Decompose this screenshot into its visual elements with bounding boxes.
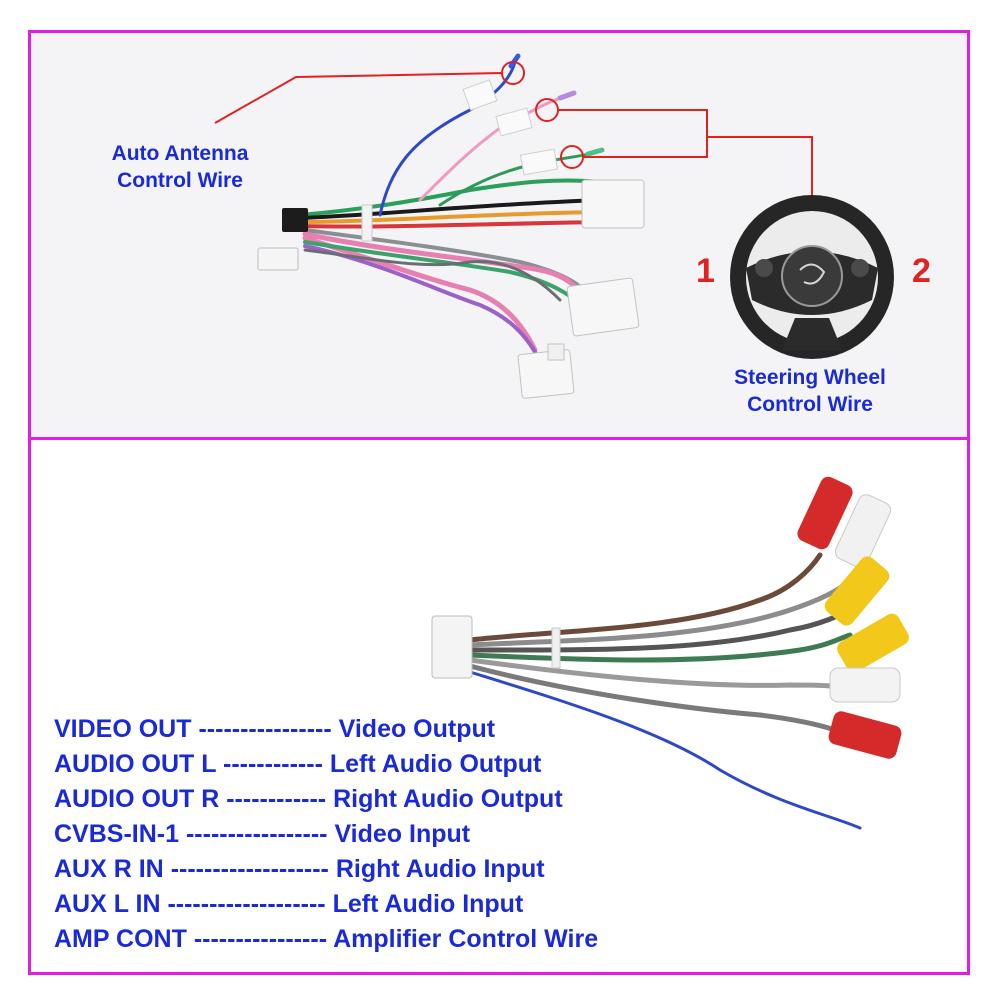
legend-dashes: ------------ bbox=[223, 750, 323, 778]
legend-item: AUDIO OUT R ------------ Right Audio Out… bbox=[54, 782, 598, 817]
legend-description: Right Audio Input bbox=[335, 855, 545, 883]
legend-item: CVBS-IN-1 ----------------- Video Input bbox=[54, 817, 598, 852]
antenna-label-line2: Control Wire bbox=[117, 169, 243, 193]
legend-code: AUDIO OUT R bbox=[54, 785, 220, 813]
legend-item: AMP CONT ---------------- Amplifier Cont… bbox=[54, 922, 598, 957]
legend-dashes: ---------------- bbox=[193, 925, 328, 953]
button-number-1: 1 bbox=[696, 252, 715, 290]
legend-item: VIDEO OUT ---------------- Video Output bbox=[54, 712, 598, 747]
legend-description: Left Audio Output bbox=[329, 750, 542, 778]
antenna-control-wire-label: Auto Antenna Control Wire bbox=[70, 140, 290, 195]
steering-wheel-icon bbox=[730, 195, 894, 359]
legend-dashes: ------------ bbox=[226, 785, 327, 813]
legend-code: VIDEO OUT bbox=[54, 715, 192, 743]
legend-description: Video Input bbox=[334, 820, 471, 848]
legend-item: AUX R IN ------------------- Right Audio… bbox=[54, 852, 598, 887]
legend-code: AUX L IN bbox=[54, 890, 161, 918]
legend-dashes: ------------------- bbox=[170, 855, 329, 883]
wire-legend: VIDEO OUT ---------------- Video Output … bbox=[54, 712, 598, 957]
legend-dashes: ------------------- bbox=[167, 890, 326, 918]
legend-dashes: ---------------- bbox=[198, 715, 332, 743]
swc-label-line1: Steering Wheel bbox=[734, 366, 886, 389]
legend-item: AUX L IN ------------------- Left Audio … bbox=[54, 887, 598, 922]
legend-description: Amplifier Control Wire bbox=[333, 925, 599, 953]
legend-code: CVBS-IN-1 bbox=[54, 820, 180, 848]
antenna-label-line1: Auto Antenna bbox=[111, 142, 249, 165]
harness-connectors bbox=[257, 179, 645, 399]
legend-description: Left Audio Input bbox=[332, 890, 524, 918]
legend-code: AUDIO OUT L bbox=[54, 750, 217, 778]
legend-code: AUX R IN bbox=[54, 855, 164, 883]
legend-item: AUDIO OUT L ------------ Left Audio Outp… bbox=[54, 747, 598, 782]
legend-description: Video Output bbox=[338, 715, 496, 743]
swc-label-line2: Control Wire bbox=[747, 393, 873, 417]
main-harness bbox=[298, 53, 605, 354]
steering-wheel-control-wire-label: Steering Wheel Control Wire bbox=[700, 364, 920, 419]
rca-harness bbox=[431, 552, 862, 830]
button-number-2: 2 bbox=[912, 252, 931, 290]
legend-dashes: ----------------- bbox=[185, 820, 328, 848]
rca-plugs bbox=[797, 476, 909, 759]
legend-description: Right Audio Output bbox=[333, 785, 563, 813]
legend-code: AMP CONT bbox=[54, 925, 187, 953]
